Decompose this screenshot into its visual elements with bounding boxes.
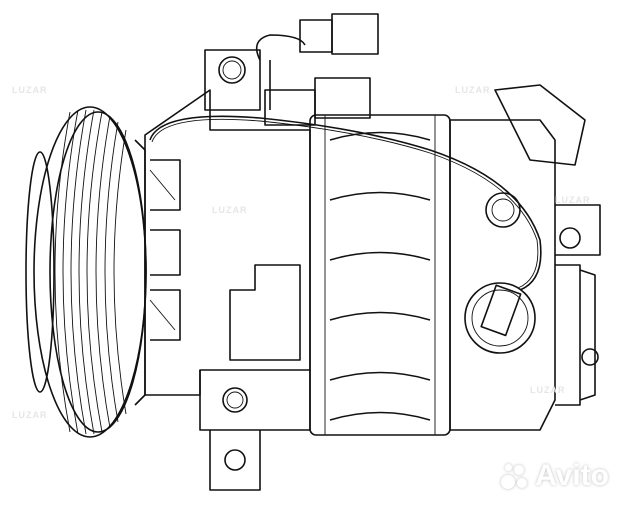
avito-logo: Avito <box>499 459 609 493</box>
watermark-text: LUZAR <box>212 205 248 215</box>
rear-housing <box>449 84 601 431</box>
watermark-text: LUZAR <box>530 385 566 395</box>
pulley <box>25 106 147 438</box>
avito-logo-text: Avito <box>535 459 609 492</box>
watermark-text: LUZAR <box>12 410 48 420</box>
avito-dots-icon <box>499 461 531 491</box>
watermark-text: LUZAR <box>555 195 591 205</box>
wiring-harness <box>149 13 542 291</box>
watermark-text: LUZAR <box>455 85 491 95</box>
watermark-text: LUZAR <box>12 85 48 95</box>
cylinder-body <box>309 114 451 436</box>
